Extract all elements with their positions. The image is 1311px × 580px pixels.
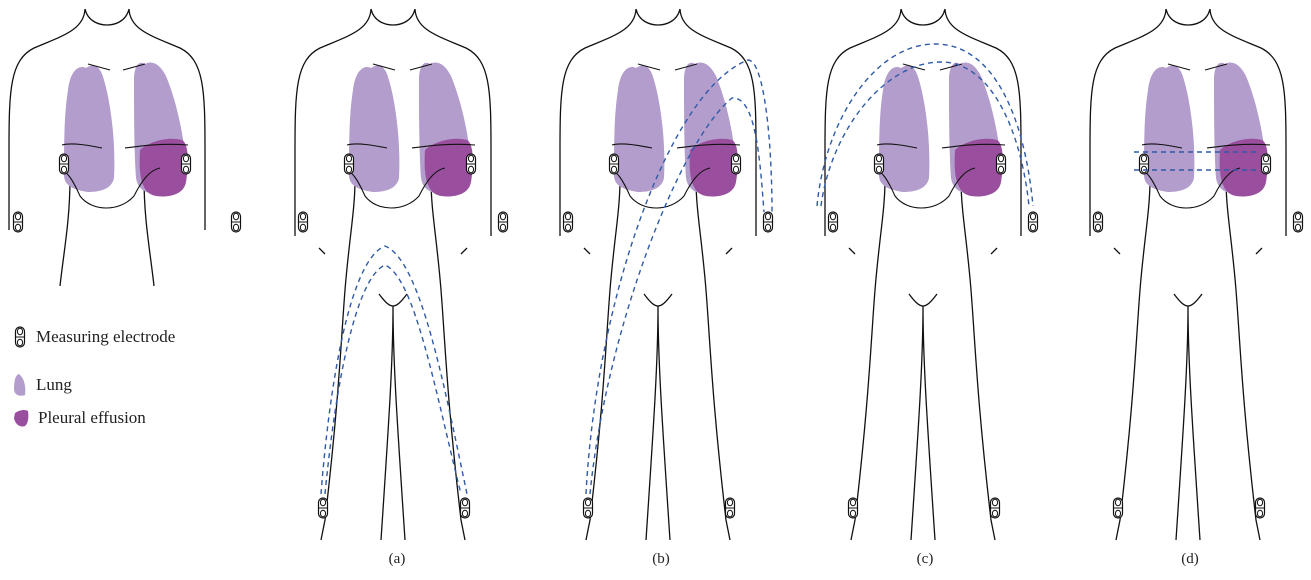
- electrode-left-ankle: [1256, 498, 1265, 518]
- body-outline: [560, 9, 756, 540]
- electrode-left-wrist: [1294, 212, 1303, 232]
- electrode-left-chest: [1262, 154, 1271, 174]
- pleural-effusion: [955, 139, 1003, 197]
- electrode-right-chest: [60, 154, 69, 174]
- electrode-right-chest: [345, 154, 354, 174]
- pleural-effusion: [425, 139, 473, 197]
- lung-swatch-icon: [12, 372, 28, 398]
- lung-right: [1144, 66, 1194, 192]
- electrode-icon: [12, 324, 28, 350]
- electrode-left-chest: [732, 154, 741, 174]
- electrode-left-ankle: [726, 498, 735, 518]
- legend-lung-label: Lung: [36, 375, 72, 395]
- caption-a: (a): [367, 551, 427, 568]
- caption-d: (d): [1160, 551, 1220, 568]
- body-outline: [1090, 9, 1286, 540]
- figure-b: [560, 9, 773, 540]
- electrode-left-wrist: [499, 212, 508, 232]
- electrode-left-ankle: [991, 498, 1000, 518]
- pleural-effusion: [1220, 139, 1268, 197]
- electrode-right-wrist: [14, 212, 23, 232]
- lung-right: [64, 66, 114, 192]
- caption-b: (b): [631, 551, 691, 568]
- lung-right: [614, 66, 664, 192]
- electrode-right-chest: [875, 154, 884, 174]
- figure-a: [295, 9, 508, 540]
- effusion-swatch-icon: [12, 407, 30, 429]
- current-path-b: [586, 60, 772, 494]
- electrode-left-wrist: [1029, 212, 1038, 232]
- electrode-left-chest: [182, 154, 191, 174]
- figure-torso: [9, 9, 241, 286]
- electrode-left-chest: [467, 154, 476, 174]
- electrode-right-wrist: [1094, 212, 1103, 232]
- electrode-left-wrist: [232, 212, 241, 232]
- electrode-left-wrist: [764, 212, 773, 232]
- legend-electrode-label: Measuring electrode: [36, 327, 175, 347]
- figure-d: [1090, 9, 1303, 540]
- electrode-right-ankle: [1114, 498, 1123, 518]
- electrode-left-ankle: [461, 498, 470, 518]
- lung-right: [349, 66, 399, 192]
- caption-c: (c): [895, 551, 955, 568]
- electrode-right-wrist: [299, 212, 308, 232]
- legend-effusion-label: Pleural effusion: [38, 408, 146, 428]
- pleural-effusion: [690, 139, 738, 197]
- legend-electrode: Measuring electrode: [12, 324, 175, 350]
- lung-right: [879, 66, 929, 192]
- body-outline: [295, 9, 491, 540]
- electrode-right-chest: [610, 154, 619, 174]
- electrode-right-wrist: [829, 212, 838, 232]
- figure-c: [817, 9, 1038, 540]
- electrode-right-ankle: [849, 498, 858, 518]
- legend-effusion: Pleural effusion: [12, 405, 146, 431]
- electrode-left-chest: [997, 154, 1006, 174]
- electrode-right-wrist: [564, 212, 573, 232]
- body-outline: [825, 9, 1021, 540]
- electrode-right-chest: [1140, 154, 1149, 174]
- electrode-right-ankle: [584, 498, 593, 518]
- electrode-right-ankle: [319, 498, 328, 518]
- legend-lung: Lung: [12, 372, 72, 398]
- pleural-effusion: [140, 139, 188, 197]
